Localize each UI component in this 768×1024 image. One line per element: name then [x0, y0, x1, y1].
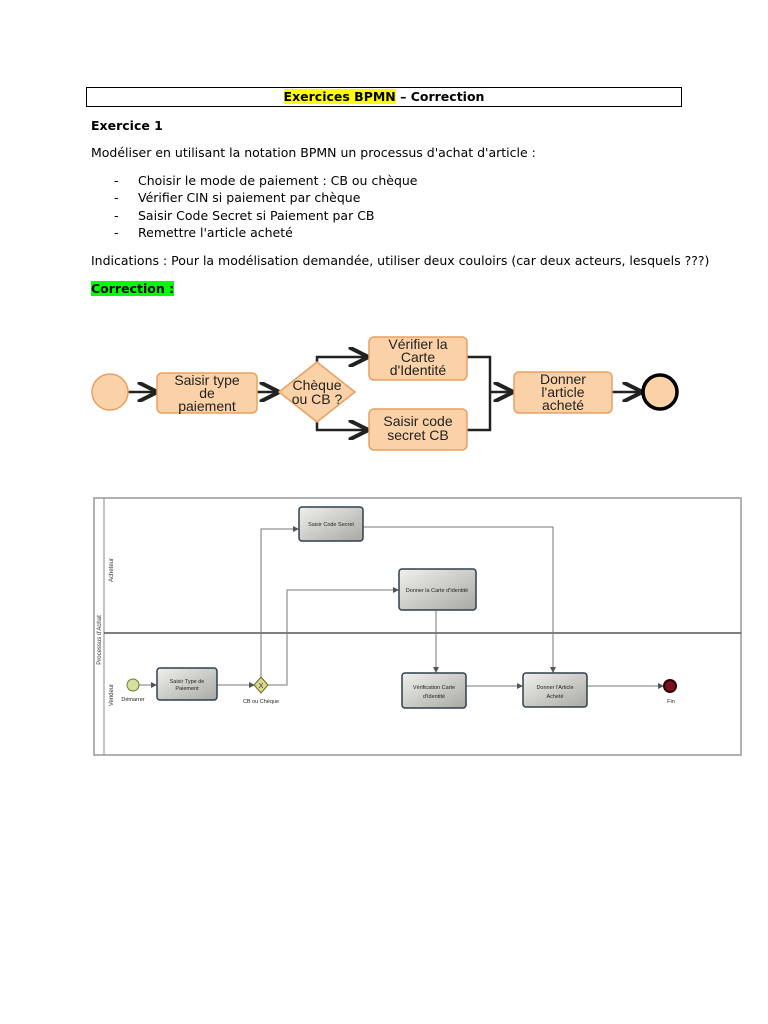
bullet-marker: -	[114, 190, 119, 205]
task-label: secret CB	[387, 427, 448, 443]
gateway-label: ou CB ?	[292, 391, 343, 407]
task-label: d'Identité	[423, 694, 445, 700]
end-event	[641, 373, 679, 411]
task-label: Saisir code	[383, 413, 452, 429]
task-label: Acheté	[546, 694, 563, 700]
gateway-label: CB ou Chèque	[243, 699, 279, 705]
task-label: Vérifier la	[388, 336, 447, 352]
task-label: Saisir type	[174, 372, 240, 388]
task-label: l'article	[541, 384, 584, 400]
task-label: d'Identité	[390, 362, 447, 378]
task-label: Donner la Carte d'Identité	[406, 588, 469, 594]
end-label: Fin	[667, 699, 675, 705]
bpmn-diagram-simple	[128, 357, 640, 430]
exercise-heading: Exercice 1	[91, 118, 163, 133]
task-label: Donner	[540, 371, 586, 387]
task-donner-article	[513, 371, 613, 414]
task-verification-carte	[401, 672, 467, 709]
task-label: Carte	[401, 349, 435, 365]
task-label: Paiement	[175, 686, 199, 692]
bullet-marker: -	[114, 173, 119, 188]
correction-text: Correction :	[91, 281, 175, 296]
task-saisir-code-secret	[298, 506, 364, 542]
task-label: Saisir Code Secret	[308, 522, 354, 528]
task-saisir-code	[368, 408, 468, 451]
gateway-label: Chèque	[292, 377, 341, 393]
task-label: paiement	[178, 398, 236, 414]
start-event	[91, 373, 129, 411]
bullet-marker: -	[114, 208, 119, 223]
bpmn-diagram-swimlanes: Processus d'Achat Acheteur Vendeur	[93, 497, 742, 756]
task-label: de	[199, 385, 215, 401]
title-rest: – Correction	[395, 89, 485, 104]
start-label: Démarrer	[121, 697, 144, 703]
task-label: Saisir Type de	[170, 679, 205, 685]
gateway-exclusive	[253, 676, 269, 694]
end-event	[663, 679, 677, 693]
correction-label: Correction :	[91, 281, 175, 296]
exercise-intro: Modéliser en utilisant la notation BPMN …	[91, 145, 536, 160]
task-saisir-type	[156, 372, 258, 414]
pool-label: Processus d'Achat	[97, 615, 103, 665]
lane-label-acheteur: Acheteur	[109, 558, 115, 582]
task-label: acheté	[542, 397, 584, 413]
bullet-item: Choisir le mode de paiement : CB ou chèq…	[138, 173, 418, 188]
task-donner-article	[522, 672, 588, 708]
pool-frame	[93, 497, 742, 756]
bullet-item: Saisir Code Secret si Paiement par CB	[138, 208, 375, 223]
title-highlight: Exercices BPMN	[283, 89, 396, 104]
lane-label-vendeur: Vendeur	[109, 684, 115, 706]
task-donner-carte	[398, 568, 477, 611]
start-event	[126, 678, 140, 692]
gateway-cheque-cb	[277, 361, 357, 423]
task-saisir-type-paiement	[156, 667, 218, 701]
gateway-x-icon: X	[259, 683, 264, 690]
bullet-item: Remettre l'article acheté	[138, 225, 293, 240]
task-label: Vérification Carte	[413, 685, 455, 691]
bullet-marker: -	[114, 225, 119, 240]
task-verifier-carte	[368, 336, 468, 381]
title-box: Exercices BPMN – Correction	[86, 87, 682, 107]
indications: Indications : Pour la modélisation deman…	[91, 253, 710, 268]
flow-arrow	[315, 422, 366, 430]
task-label: Donner l'Article	[536, 685, 573, 691]
flow-join	[467, 355, 492, 432]
bullet-item: Vérifier CIN si paiement par chèque	[138, 190, 361, 205]
flow-arrow	[315, 357, 366, 362]
